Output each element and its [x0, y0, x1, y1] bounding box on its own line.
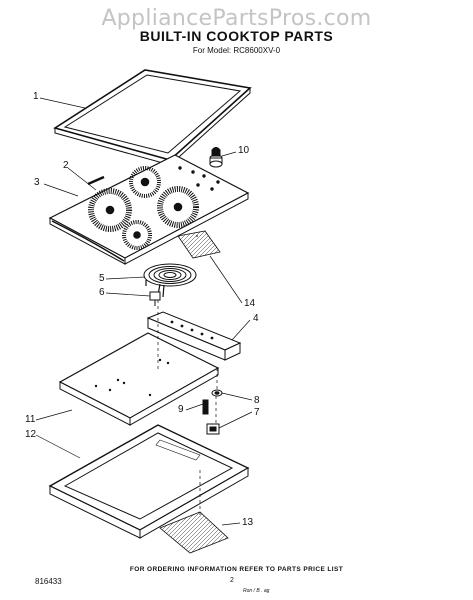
cooktop-glass	[48, 154, 250, 265]
callout-7: 7	[254, 407, 260, 418]
mounting-bracket	[177, 230, 221, 259]
assembly-lines	[157, 300, 218, 515]
document-code: 816433	[35, 577, 62, 586]
model-subtitle: For Model: RC8600XV-0	[192, 46, 281, 55]
callout-1: 1	[33, 91, 39, 102]
callout-5: 5	[99, 273, 105, 284]
drip-pan-tray	[48, 424, 250, 539]
terminal-block	[149, 291, 161, 306]
screw	[202, 399, 209, 415]
radiant-burners	[88, 166, 220, 250]
burner-box	[58, 332, 220, 426]
handwritten-note: Ron / B . ag	[243, 588, 270, 594]
callout-10: 10	[238, 145, 250, 156]
callout-13: 13	[242, 517, 254, 528]
callout-3: 3	[34, 177, 40, 188]
burner-front	[122, 220, 152, 250]
burner-back-left	[129, 166, 161, 198]
burner-left-large	[88, 188, 132, 232]
control-markers	[178, 166, 220, 191]
leader-lines	[35, 97, 253, 526]
burner-right-large	[157, 186, 199, 228]
page-number: 2	[230, 577, 234, 584]
callout-4: 4	[253, 313, 259, 324]
callout-9: 9	[178, 404, 184, 415]
page-title: BUILT-IN COOKTOP PARTS	[139, 28, 334, 44]
receptacle	[206, 423, 220, 435]
surface-element	[143, 263, 197, 298]
callout-2: 2	[63, 160, 69, 171]
callout-11: 11	[25, 414, 36, 425]
gasket-strip	[87, 175, 105, 186]
grommet	[211, 389, 223, 397]
callout-14: 14	[244, 298, 256, 309]
wiring-strip	[159, 511, 229, 554]
ordering-note: FOR ORDERING INFORMATION REFER TO PARTS …	[129, 566, 344, 573]
watermark: AppliancePartsPros.com	[101, 6, 372, 31]
callout-8: 8	[254, 395, 260, 406]
callout-6: 6	[99, 287, 105, 298]
callout-12: 12	[25, 429, 37, 440]
indicator-light	[209, 147, 223, 168]
top-frame	[53, 69, 252, 167]
